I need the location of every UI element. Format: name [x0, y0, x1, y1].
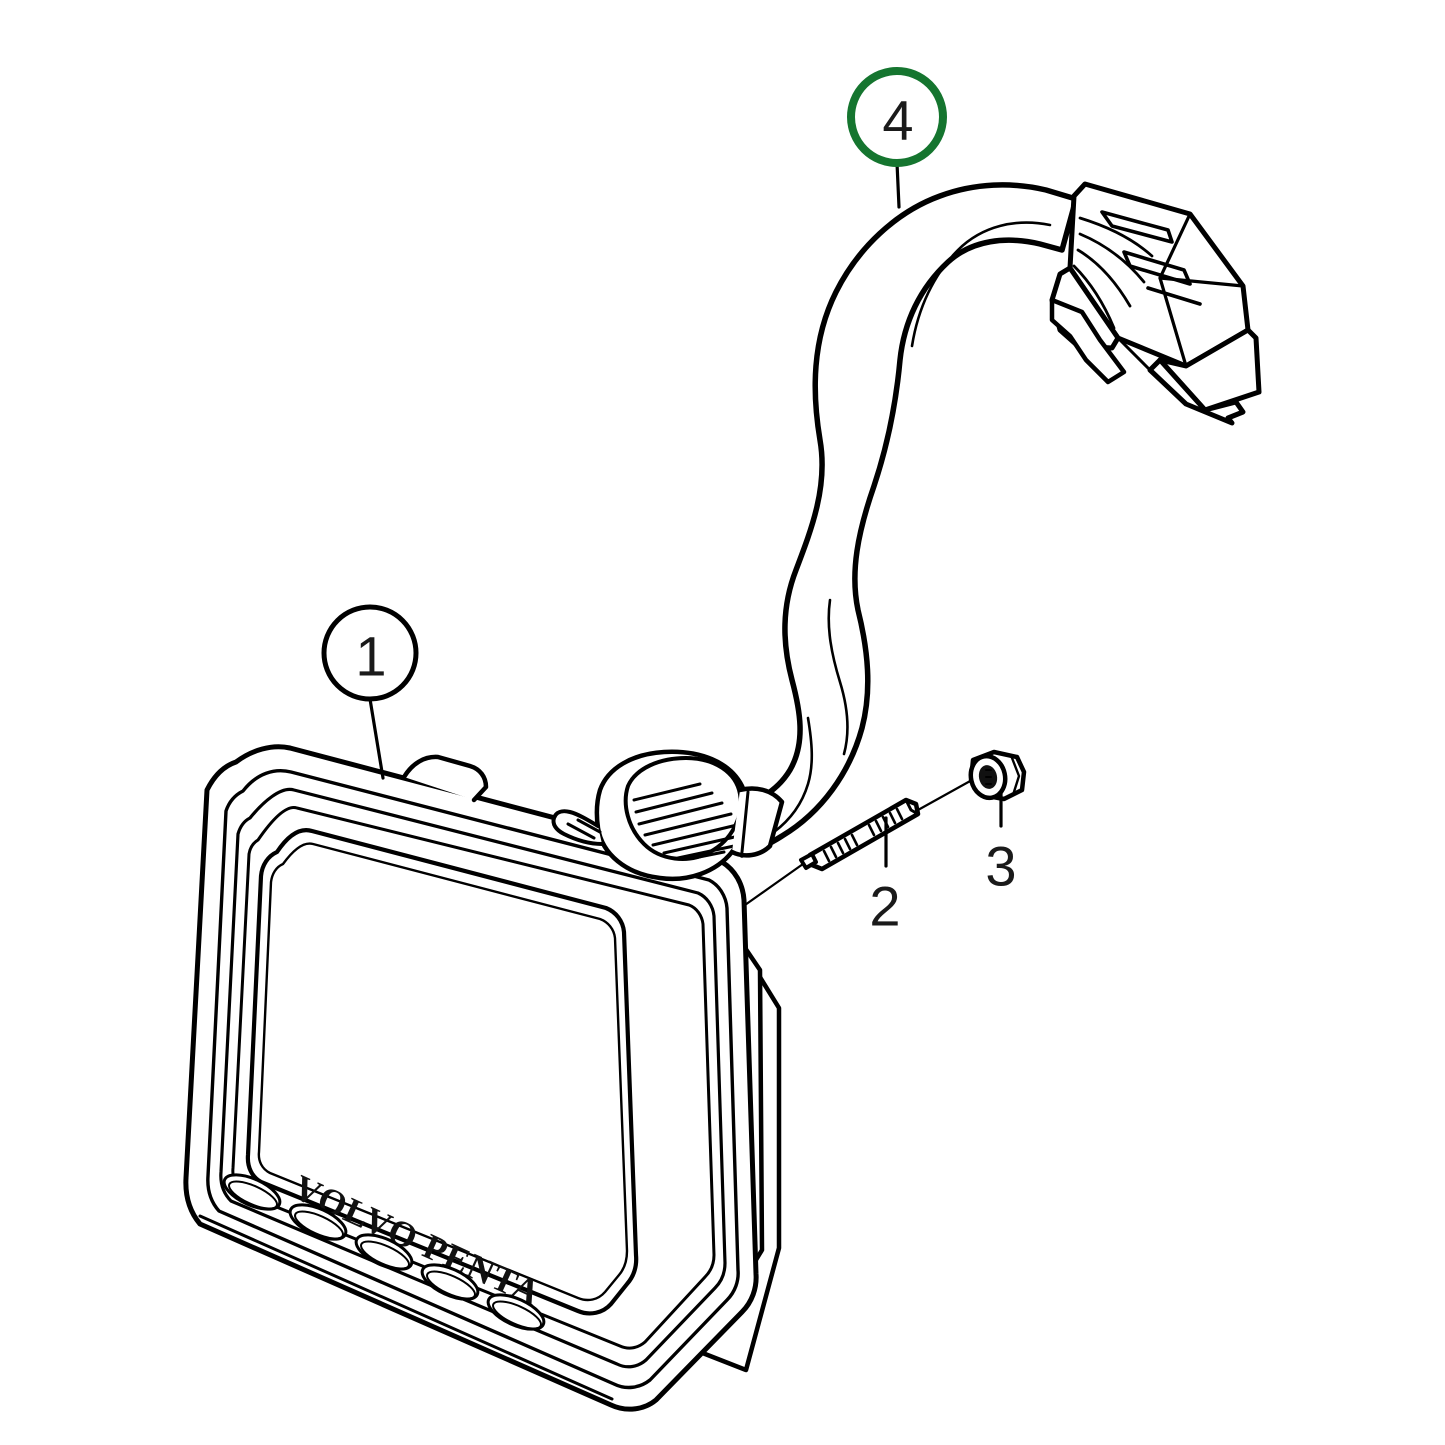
- cable-gland-collar: [551, 749, 785, 882]
- callout-1[interactable]: 1: [321, 604, 419, 780]
- cable-connector-plug: [1049, 181, 1262, 426]
- callout-4-label: 4: [882, 89, 913, 152]
- display-button[interactable]: [219, 1168, 284, 1217]
- display-button[interactable]: [351, 1228, 416, 1277]
- part-display-unit: VOLVO PENTA: [183, 744, 782, 1412]
- part-cable-harness: [739, 182, 1079, 858]
- callout-3[interactable]: 3: [985, 790, 1017, 898]
- display-button[interactable]: [285, 1198, 350, 1247]
- callout-1-label: 1: [355, 625, 386, 688]
- part-threaded-stud: [743, 778, 974, 907]
- display-button[interactable]: [417, 1258, 482, 1307]
- callout-2[interactable]: 2: [869, 816, 901, 938]
- callout-1-leader: [368, 697, 385, 780]
- callout-3-label: 3: [985, 835, 1016, 898]
- part-flange-nut: [968, 749, 1027, 802]
- callout-4-circle: [847, 67, 947, 167]
- display-button[interactable]: [483, 1288, 548, 1337]
- callout-1-circle: [321, 604, 419, 702]
- button-row: [219, 1168, 548, 1337]
- callout-4-leader: [895, 161, 901, 209]
- callout-2-label: 2: [869, 875, 900, 938]
- callout-4[interactable]: 4: [847, 67, 947, 209]
